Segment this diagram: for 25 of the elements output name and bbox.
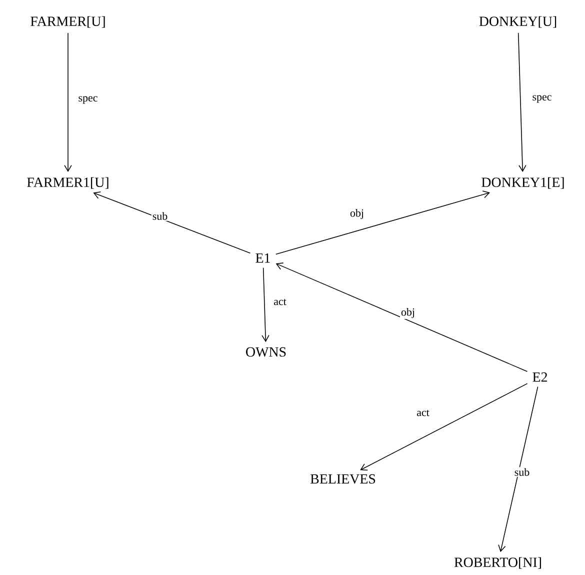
arrow bbox=[276, 262, 528, 372]
edge-label: sub bbox=[151, 211, 169, 221]
node-label: DONKEY1[E] bbox=[482, 177, 564, 189]
edge-label: act bbox=[272, 298, 288, 306]
node-label: FARMER[U] bbox=[30, 16, 105, 28]
node-label: ROBERTO[NI] bbox=[454, 557, 541, 569]
edge-label: obj bbox=[400, 307, 416, 319]
arrow bbox=[498, 386, 538, 552]
arrow bbox=[64, 32, 72, 172]
edge-label: spec bbox=[77, 95, 99, 105]
node-label: FARMER1[U] bbox=[27, 177, 108, 189]
edge-label: obj bbox=[349, 208, 365, 220]
node-label: BELIEVES bbox=[310, 474, 376, 484]
node-label: E2 bbox=[532, 372, 547, 382]
arrow bbox=[262, 267, 270, 342]
edge-label: spec bbox=[531, 94, 553, 104]
node-label: DONKEY[U] bbox=[479, 16, 556, 28]
arrow bbox=[93, 191, 251, 254]
edge-label: act bbox=[416, 408, 430, 418]
arrow bbox=[275, 190, 490, 255]
node-label: E1 bbox=[256, 253, 270, 263]
arrow bbox=[360, 383, 528, 471]
edge-label: sub bbox=[513, 467, 531, 477]
arrow bbox=[518, 32, 526, 172]
node-label: OWNS bbox=[246, 347, 286, 357]
